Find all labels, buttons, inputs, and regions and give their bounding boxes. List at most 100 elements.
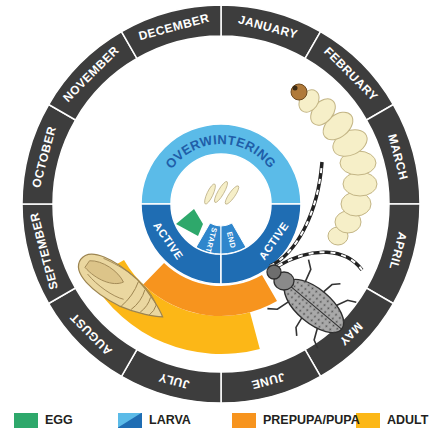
larva-segment [329,125,372,162]
beetle-legs-part [296,260,318,283]
month-name: NOVEMBER [61,44,121,104]
beetle-pronotum [274,272,294,290]
pupa-antenna [99,256,163,305]
band-shape [366,204,420,304]
beetle-texture [275,270,352,342]
phase-name: ACTIVE [257,220,291,262]
beetle-legs-part [335,293,357,315]
phase-marker: END [225,231,237,249]
larva-drawing [291,84,377,245]
phase-name: ACTIVE [151,220,185,262]
beetle-antennae [270,162,362,270]
band-shape [221,223,246,254]
node-outline-part [141,204,221,284]
month-name: SEPTEMBER [28,212,60,292]
month-name: FEBRUARY [322,45,380,103]
pupa-segments-part [121,282,140,308]
band-shape [49,32,137,120]
adult-arc [91,260,260,354]
center-disc [171,154,271,254]
node-outline-part [221,349,321,403]
band-shape [122,349,222,403]
node-outline-part [22,105,76,205]
band-shape [305,288,393,376]
node-outline-part [49,288,137,376]
young-larvae [203,180,241,206]
larva-mouth [293,86,298,91]
beetle-body-group [265,257,364,355]
legend-entry: LARVA [118,412,191,428]
beetle-head [267,265,281,279]
legend-entry: EGG [14,412,73,428]
band-shape [221,5,321,59]
month-name: APRIL [387,231,409,271]
larva-segment [341,192,371,216]
band-shape [221,349,321,403]
band-shape [122,5,222,59]
band-shape [305,32,393,120]
egg-mark [176,209,203,236]
pupa-wingpad [84,256,126,292]
larva-segment [318,107,358,146]
beetle-legs-part [291,316,309,336]
young-larva [223,184,241,205]
node-outline-part [49,32,137,120]
larva-segment [340,151,376,175]
month-name: JUNE [251,371,287,391]
month-name: JULY [157,371,191,391]
month-name: AUGUST [68,311,114,357]
node-outline-part [221,5,321,59]
beetle-elytra [275,270,352,342]
larva-head [291,84,307,100]
band-title: OVERWINTERING [162,131,280,171]
pupa-segments-part [149,305,157,315]
band-shape [221,204,301,284]
swatch-highlight [118,413,142,428]
legend-swatch [14,413,38,428]
beetle-suture [286,283,341,329]
node-outline-part [221,204,301,284]
young-larva [203,183,218,205]
young-larva [212,180,229,204]
node-outline-part [22,204,76,304]
month-name: MARCH [386,132,410,181]
node-outline-part [141,124,301,204]
legend-swatch [232,413,256,428]
pupa-body [71,245,173,331]
legend-entry: PREPUPA/PUPA [232,412,360,428]
antenna [270,162,322,266]
node-outline-part [366,105,420,205]
larva-segment [335,211,361,233]
band-shape [196,223,221,254]
legend-entry: ADULT [356,412,428,428]
band-shape [22,105,76,205]
beetle-legs-part [322,279,340,299]
band-shape [141,124,301,204]
beetle-legs-part [267,293,289,316]
legend-swatch [118,413,142,428]
